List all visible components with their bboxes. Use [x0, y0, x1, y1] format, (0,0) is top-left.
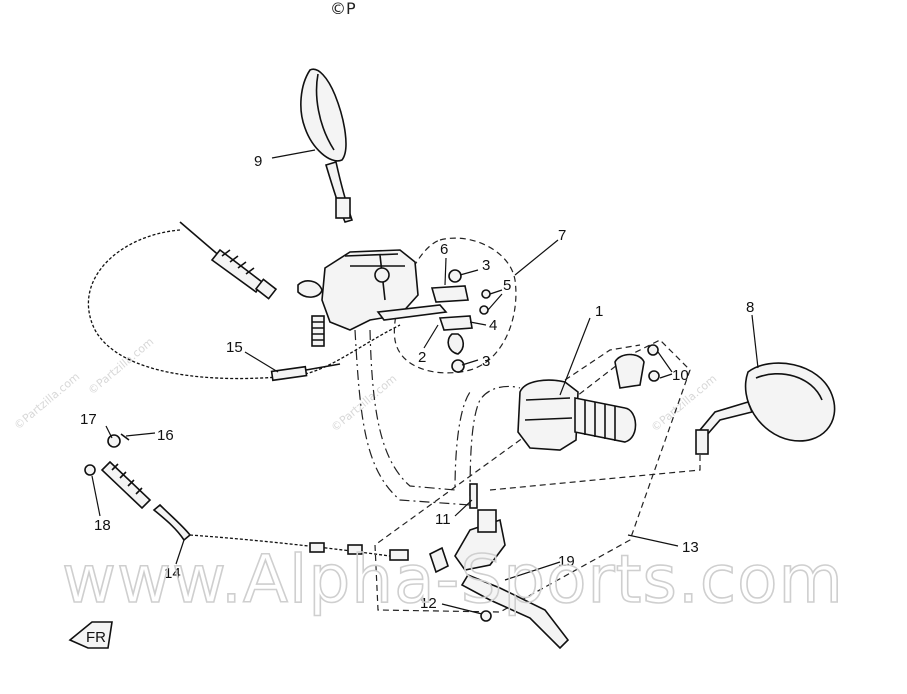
cable-adjuster-spring — [210, 248, 264, 294]
callout-18: 18 — [94, 517, 111, 534]
clamp-10 — [614, 353, 645, 389]
callout-6: 6 — [440, 241, 448, 258]
brake-cable-bend — [152, 503, 192, 542]
nut-17 — [107, 434, 121, 448]
alpha-sports-watermark: www.Alpha-Sports.com — [62, 541, 844, 618]
callout-3-upper: 3 — [482, 257, 490, 274]
callout-17: 17 — [80, 411, 97, 428]
throttle-cable-adjuster — [270, 365, 308, 382]
clamp-bolt-b — [648, 370, 660, 382]
callout-13: 13 — [682, 539, 699, 556]
leader-lines — [91, 149, 759, 615]
mirror-right-face — [755, 373, 823, 401]
callout-19: 19 — [558, 553, 575, 570]
pivot-bolt-12 — [480, 610, 492, 622]
callout-5: 5 — [503, 277, 511, 294]
handlebar-outline-inner — [369, 329, 471, 491]
callout-4: 4 — [489, 317, 497, 334]
bolt-11 — [469, 483, 478, 509]
bolt-3-upper — [448, 269, 462, 283]
partzilla-watermark-left2: ©Partzilla.com — [86, 335, 157, 397]
callout-12: 12 — [420, 595, 437, 612]
callout-15: 15 — [226, 339, 243, 356]
spring-coils — [221, 249, 255, 275]
cable-spring-18 — [100, 460, 152, 510]
mirror-left-thread — [335, 197, 351, 219]
callout-14: 14 — [164, 565, 181, 582]
screw-threads — [312, 321, 324, 341]
throttle-cable-end — [305, 363, 341, 371]
callout-10: 10 — [672, 367, 689, 384]
cable-upper-tube — [179, 221, 223, 259]
housing-left-bolt — [374, 267, 390, 283]
front-badge-label: FR — [86, 629, 106, 646]
mirror-left — [300, 68, 347, 162]
washer-5-a — [481, 289, 491, 299]
pivot-bracket-6 — [430, 285, 469, 303]
bolt-3-lower — [451, 359, 465, 373]
clip-part — [447, 333, 465, 355]
callout-16: 16 — [157, 427, 174, 444]
brake-lever-left — [376, 304, 448, 321]
mirror-right-thread — [695, 429, 709, 455]
mirror-left-face — [315, 73, 335, 151]
bolt-18 — [84, 464, 96, 476]
cable-spring-coils — [111, 463, 143, 495]
callout-2: 2 — [418, 349, 426, 366]
grip-ribs — [584, 400, 616, 441]
cable-nut — [254, 278, 278, 300]
callout-1: 1 — [595, 303, 603, 320]
cable-sleeve-b — [347, 544, 363, 555]
callout-7: 7 — [558, 227, 566, 244]
pin-16 — [120, 433, 130, 441]
switch-housing-right — [517, 379, 579, 451]
clamp-dash-line — [564, 344, 641, 381]
copyright-mark: ©P — [330, 0, 356, 18]
front-direction-badge: FR — [68, 621, 113, 649]
clamp-bolt-a — [647, 344, 659, 356]
partzilla-watermark-left: ©Partzilla.com — [12, 370, 83, 432]
housing-left-knob — [297, 280, 323, 298]
handlebar-outline — [354, 329, 521, 506]
brake-lever-19 — [460, 574, 570, 650]
callout-11: 11 — [435, 511, 451, 528]
cable-fitting — [429, 546, 449, 574]
switch-right-detail — [524, 397, 573, 421]
callout-9: 9 — [254, 153, 262, 170]
throttle-cable — [87, 229, 401, 380]
housing-left-screw — [311, 315, 325, 347]
switch-4 — [438, 315, 473, 331]
washer-5-b — [479, 305, 489, 315]
callout-8: 8 — [746, 299, 754, 316]
callout-3-lower: 3 — [482, 353, 490, 370]
mirror-right — [744, 362, 836, 442]
cylinder-reservoir — [477, 509, 497, 533]
mirror-right-dash-line — [489, 455, 701, 491]
cable-end-piece — [389, 549, 409, 561]
cable-sleeve-a — [309, 542, 325, 553]
brake-cable — [189, 534, 391, 557]
